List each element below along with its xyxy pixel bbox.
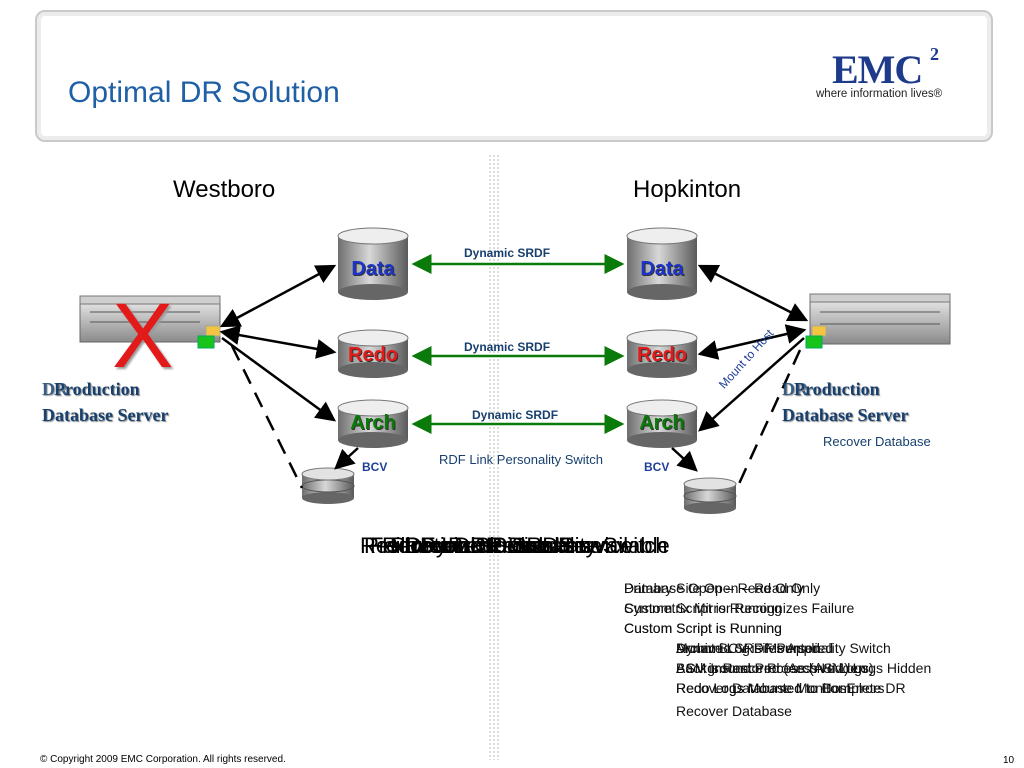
- center-status-4: RDF Link Personality Switch: [390, 533, 668, 558]
- note-line: Redo Logs Mounted to Host: [676, 680, 851, 696]
- right-redo-cylinder: [626, 329, 698, 378]
- logo-superscript: 2: [930, 44, 939, 64]
- site-hopkinton: Hopkinton: [633, 176, 742, 203]
- header-box: [35, 10, 993, 142]
- link-label-data: Dynamic SRDF: [464, 246, 551, 260]
- notes-right-b: Dynamic SRDF Personality Switch ASM Inst…: [676, 638, 906, 698]
- db-label-redo-right: Redo: [637, 344, 687, 366]
- note-line: Symmetrix Mirror Recognizes Failure: [624, 600, 855, 616]
- right-server-line1: Production: [794, 379, 880, 399]
- right-server-overlay: DR: [782, 379, 808, 399]
- notes-left-b: Database Open – Read Only Symmetrix Mirr…: [624, 578, 854, 638]
- note-line: BCV is Restored (Archive Logs): [676, 660, 874, 676]
- right-bcv-stack: [683, 477, 737, 514]
- link-label-switch: RDF Link Personality Switch: [439, 452, 603, 467]
- bcv-label-right: BCV: [644, 460, 670, 474]
- center-status-6: Recover Database: [404, 533, 587, 558]
- note-line: Database Open – Read Only: [624, 580, 804, 596]
- right-data-cylinder: [626, 227, 698, 300]
- center-status-2: Recover DR Database: [382, 533, 603, 558]
- right-arch-cylinder: [626, 399, 698, 448]
- note-line: Custom Script is Running: [624, 620, 782, 636]
- page-number: 10: [1003, 755, 1015, 766]
- db-label-redo-left: Redo: [348, 344, 398, 366]
- left-server-line2: Database Server: [42, 405, 169, 425]
- note-line: Archive Log Files Applied: [676, 640, 834, 656]
- srdf-links: [411, 254, 625, 434]
- copyright: © Copyright 2009 EMC Corporation. All ri…: [40, 754, 286, 765]
- right-server-line2: Database Server: [782, 405, 909, 425]
- note-line: Mount BCV is Mounted: [676, 640, 820, 656]
- db-label-data-left: Data: [351, 258, 395, 280]
- page-title: Optimal DR Solution: [68, 76, 340, 109]
- left-server-overlay: DR: [42, 379, 68, 399]
- db-label-data-right: Data: [640, 258, 684, 280]
- failure-x-icon: X: [112, 285, 174, 387]
- left-bcv-stack: [301, 467, 355, 504]
- center-status-3: Production Service Unavailable: [364, 533, 670, 558]
- center-status-0: Resume Production Service: [360, 533, 633, 558]
- left-connections: [219, 264, 359, 489]
- emc-logo: EMC 2 where information lives®: [812, 44, 962, 106]
- note-line: Redo Logs Mounted to Complete DR: [676, 680, 906, 696]
- db-label-arch-right: Arch: [639, 412, 685, 434]
- note-line: Background Process (ASM) Logs Hidden: [676, 660, 932, 676]
- left-server: [79, 295, 221, 349]
- right-connections: [671, 264, 809, 487]
- note-line: Primary Site Open – Read Only: [624, 580, 821, 596]
- right-server-label: DR Production Database Server: [782, 376, 908, 428]
- logo-tagline: where information lives®: [816, 88, 943, 100]
- recover-database-note: Recover Database: [676, 703, 792, 719]
- db-label-arch-left: Arch: [350, 412, 396, 434]
- left-server-label: DR Production Database Server: [42, 376, 168, 428]
- note-line: Custom Script is Running: [624, 600, 782, 616]
- left-server-line1: Production: [54, 379, 140, 399]
- link-label-arch: Dynamic SRDF: [472, 408, 559, 422]
- logo-text: EMC: [832, 47, 923, 92]
- note-line: Custom Script is Running: [624, 620, 782, 636]
- note-line: Dynamic SRDF Personality Switch: [676, 640, 891, 656]
- right-recover-label: Recover Database: [823, 434, 931, 449]
- left-data-cylinder: [337, 227, 409, 300]
- notes-left-a: Primary Site Open – Read Only Custom Scr…: [624, 578, 820, 638]
- right-server: [805, 293, 951, 349]
- note-line: Recover Database Monitor Errors: [676, 680, 885, 696]
- center-status-5: Dynamic SRDF: [420, 533, 572, 558]
- left-arch-cylinder: [337, 399, 409, 448]
- left-redo-cylinder: [337, 329, 409, 378]
- center-status-1: Failover DR Site: [370, 533, 531, 558]
- note-line: ASM Instance Process Hidden: [676, 660, 866, 676]
- notes-right-a: Archive Log Files Applied BCV is Restore…: [676, 638, 874, 698]
- site-westboro: Westboro: [173, 176, 276, 203]
- link-label-redo: Dynamic SRDF: [464, 340, 551, 354]
- bcv-label-left: BCV: [362, 460, 388, 474]
- notes-right-c: Mount BCV is Mounted Background Process …: [676, 638, 931, 698]
